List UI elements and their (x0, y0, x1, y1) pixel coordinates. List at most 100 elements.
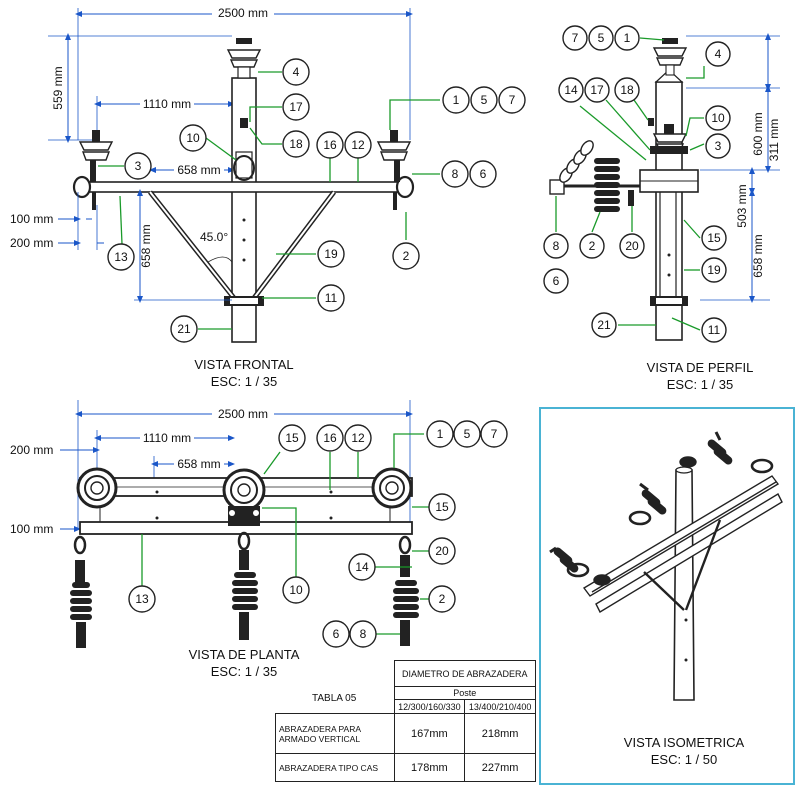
callout[interactable]: 19 (701, 257, 727, 283)
svg-text:13: 13 (135, 592, 149, 606)
svg-text:3: 3 (135, 159, 142, 173)
callout[interactable]: 14 (348, 553, 376, 581)
table-subheader: Poste (393, 686, 536, 700)
svg-text:17: 17 (590, 83, 604, 97)
callout[interactable]: 13 (128, 585, 156, 613)
svg-text:3: 3 (715, 139, 722, 153)
callout[interactable]: 8 (349, 620, 377, 648)
perfil-callouts: 7 5 1 4 14 17 18 10 3 8 2 6 20 15 19 21 … (543, 25, 731, 343)
svg-text:1: 1 (624, 31, 631, 45)
callout[interactable]: 19 (317, 240, 345, 268)
callout[interactable]: 14 (558, 77, 584, 103)
callout[interactable]: 11 (701, 317, 727, 343)
callout[interactable]: 10 (282, 576, 310, 604)
svg-text:2: 2 (589, 239, 596, 253)
callout[interactable]: 5 (588, 25, 614, 51)
callout[interactable]: 17 (584, 77, 610, 103)
callout[interactable]: 18 (282, 130, 310, 158)
frontal-brace-drop: 658 mm (139, 224, 153, 267)
callout[interactable]: 6 (322, 620, 350, 648)
svg-text:5: 5 (481, 93, 488, 107)
callout[interactable]: 6 (469, 160, 497, 188)
svg-text:16: 16 (323, 431, 337, 445)
table-cell: 167mm (393, 713, 466, 754)
planta-title: VISTA DE PLANTA (189, 647, 300, 662)
callout[interactable]: 21 (591, 312, 617, 338)
callout[interactable]: 1 (614, 25, 640, 51)
svg-text:15: 15 (435, 500, 449, 514)
callout[interactable]: 20 (619, 233, 645, 259)
callout[interactable]: 3 (124, 152, 152, 180)
table-col-2: 13/400/210/400 (464, 699, 536, 714)
callout[interactable]: 4 (705, 41, 731, 67)
planta-offset-200: 200 mm (10, 443, 53, 457)
svg-text:4: 4 (293, 65, 300, 79)
callout[interactable]: 3 (705, 133, 731, 159)
table-row-name: ABRAZADERA TIPO CAS (275, 753, 395, 782)
svg-text:5: 5 (598, 31, 605, 45)
planta-offset-100: 100 mm (10, 522, 53, 536)
table-row: ABRAZADERA TIPO CAS 178mm 227mm (275, 753, 536, 782)
isometric-view: VISTA ISOMETRICA ESC: 1 / 50 (539, 407, 795, 785)
callout[interactable]: 2 (392, 242, 420, 270)
callout[interactable]: 18 (614, 77, 640, 103)
frontal-offset-200: 200 mm (10, 236, 53, 250)
svg-text:8: 8 (360, 627, 367, 641)
svg-text:15: 15 (285, 431, 299, 445)
callout[interactable]: 5 (470, 86, 498, 114)
callout[interactable]: 7 (562, 25, 588, 51)
svg-text:18: 18 (620, 83, 634, 97)
callout[interactable]: 15 (428, 493, 456, 521)
svg-text:4: 4 (715, 47, 722, 61)
callout[interactable]: 11 (317, 284, 345, 312)
svg-text:6: 6 (480, 167, 487, 181)
perfil-d503: 503 mm (735, 184, 749, 227)
svg-text:7: 7 (509, 93, 516, 107)
callout[interactable]: 21 (170, 315, 198, 343)
callout[interactable]: 2 (579, 233, 605, 259)
callout[interactable]: 13 (107, 243, 135, 271)
isometrica-scale: ESC: 1 / 50 (651, 752, 717, 767)
callout[interactable]: 10 (179, 124, 207, 152)
frontal-title: VISTA FRONTAL (194, 357, 293, 372)
callout[interactable]: 12 (344, 424, 372, 452)
callout[interactable]: 16 (316, 131, 344, 159)
svg-text:10: 10 (186, 131, 200, 145)
callout[interactable]: 6 (543, 268, 569, 294)
isometrica-title: VISTA ISOMETRICA (624, 735, 745, 750)
callout[interactable]: 17 (282, 93, 310, 121)
callout[interactable]: 15 (701, 225, 727, 251)
callout[interactable]: 8 (543, 233, 569, 259)
callout[interactable]: 15 (278, 424, 306, 452)
frontal-top-height: 559 mm (51, 66, 65, 109)
callout[interactable]: 1 (442, 86, 470, 114)
svg-text:10: 10 (289, 583, 303, 597)
svg-text:15: 15 (707, 231, 721, 245)
callout[interactable]: 1 (426, 420, 454, 448)
svg-text:5: 5 (464, 427, 471, 441)
frontal-scale: ESC: 1 / 35 (211, 374, 277, 389)
svg-text:18: 18 (289, 137, 303, 151)
table-header: DIAMETRO DE ABRAZADERA (393, 660, 536, 687)
perfil-title: VISTA DE PERFIL (647, 360, 754, 375)
callout[interactable]: 4 (282, 58, 310, 86)
callout[interactable]: 2 (428, 585, 456, 613)
frontal-callouts: 4 17 18 10 3 16 12 1 5 7 8 6 2 19 11 21 … (107, 58, 526, 343)
svg-text:2: 2 (439, 592, 446, 606)
svg-text:21: 21 (177, 322, 191, 336)
callout[interactable]: 5 (453, 420, 481, 448)
callout[interactable]: 7 (480, 420, 508, 448)
planta-scale: ESC: 1 / 35 (211, 664, 277, 679)
perfil-view: 600 mm 311 mm 503 mm 658 mm 7 5 1 4 14 (543, 25, 781, 392)
table-cell: 178mm (393, 753, 466, 782)
planta-view: 2500 mm 1110 mm 658 mm 200 mm 100 mm (10, 400, 508, 679)
callout[interactable]: 20 (428, 537, 456, 565)
callout[interactable]: 10 (705, 105, 731, 131)
svg-text:13: 13 (114, 250, 128, 264)
svg-text:14: 14 (564, 83, 578, 97)
callout[interactable]: 7 (498, 86, 526, 114)
callout[interactable]: 12 (344, 131, 372, 159)
callout[interactable]: 16 (316, 424, 344, 452)
callout[interactable]: 8 (441, 160, 469, 188)
